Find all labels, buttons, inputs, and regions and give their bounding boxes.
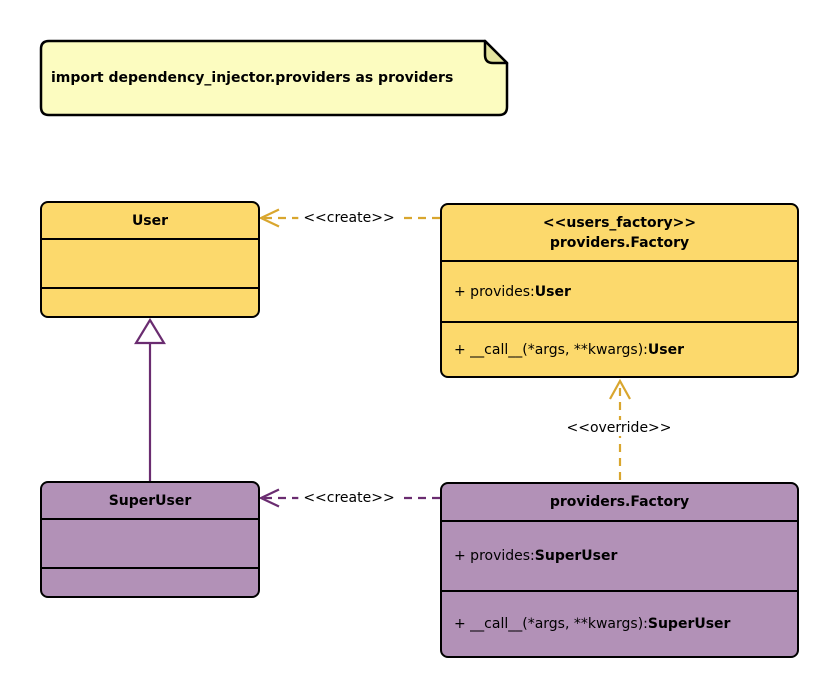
member-label: + __call__(*args, **kwargs):: [454, 616, 648, 632]
note-text: import dependency_injector.providers as …: [51, 70, 454, 86]
member-type: SuperUser: [647, 616, 731, 632]
member-label: + __call__(*args, **kwargs):: [454, 341, 648, 358]
member-label: + provides:: [454, 283, 535, 300]
class-user-methods-compartment: [42, 287, 258, 316]
class-users-factory: <<users_factory>> providers.Factory + pr…: [440, 203, 799, 378]
users-factory-call-member: + __call__(*args, **kwargs): User: [442, 321, 797, 376]
class-super-user-title: SuperUser: [108, 492, 192, 509]
super-user-factory-provides-member: + provides: SuperUser: [442, 520, 797, 590]
class-users-factory-title: <<users_factory>> providers.Factory: [442, 205, 797, 260]
class-user: User: [40, 201, 260, 318]
inheritance-arrow: [134, 317, 166, 481]
import-note: import dependency_injector.providers as …: [39, 39, 509, 119]
note-shape: [39, 39, 509, 117]
class-user-fields-compartment: [42, 238, 258, 287]
class-super-user: SuperUser: [40, 481, 260, 598]
create-user-edge-label: <<create>>: [298, 210, 400, 226]
create-super-user-edge-label: <<create>>: [298, 490, 400, 506]
member-type: SuperUser: [534, 548, 618, 564]
override-edge-label: <<override>>: [561, 420, 677, 436]
class-super-user-methods-compartment: [42, 567, 258, 596]
class-users-factory-name: providers.Factory: [549, 234, 690, 251]
class-super-user-factory-title: providers.Factory: [549, 494, 690, 510]
member-type: User: [534, 283, 571, 300]
class-super-user-factory: providers.Factory + provides: SuperUser …: [440, 482, 799, 658]
class-users-factory-stereotype: <<users_factory>>: [542, 214, 697, 231]
class-user-title: User: [131, 212, 169, 229]
member-label: + provides:: [454, 548, 535, 564]
member-type: User: [647, 341, 684, 358]
super-user-factory-call-member: + __call__(*args, **kwargs): SuperUser: [442, 590, 797, 656]
class-super-user-fields-compartment: [42, 518, 258, 567]
users-factory-provides-member: + provides: User: [442, 260, 797, 321]
note-fold-icon: [483, 39, 509, 65]
